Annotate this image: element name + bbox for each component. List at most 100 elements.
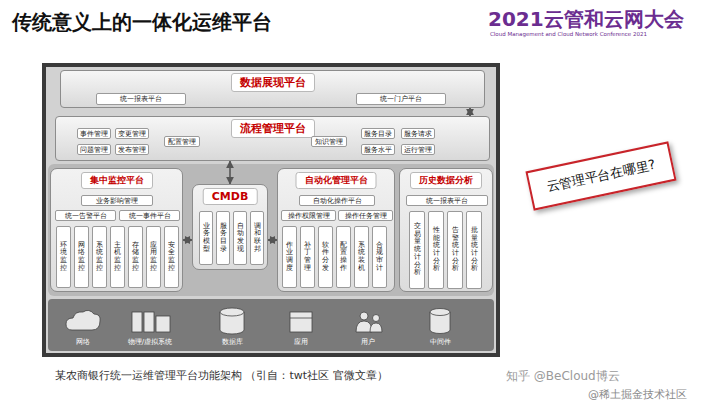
platform-title: 数据展现平台 (231, 73, 315, 92)
function-column: 作业调度 (282, 226, 297, 288)
box-text: 系统装机 (358, 242, 365, 273)
platform-title: 流程管理平台 (231, 119, 315, 138)
box-text: 服务请求 (404, 129, 432, 139)
function-box: 统一报表平台 (406, 195, 488, 206)
middle-band (48, 164, 494, 296)
function-column: 主机监控 (110, 226, 125, 288)
box-text: 发布管理 (118, 145, 146, 155)
platform-panel: 流程管理平台事件管理变更管理问题管理发布管理 配置管理 知识管理 服务目录 服务请求服务… (55, 116, 490, 161)
function-column: 网络监控 (74, 226, 89, 288)
box-text: 应用监控 (150, 242, 157, 273)
function-box: 操作任务管理 (338, 210, 393, 221)
box-text: 软件分发 (322, 242, 329, 273)
resource-label: 用户 (361, 337, 375, 347)
function-column: 交易量统计分析 (409, 211, 425, 289)
function-column: 自动发现 (233, 211, 247, 265)
box-text: 安全监控 (168, 242, 175, 273)
conference-subtitle: Cloud Management and Cloud Network Confe… (490, 31, 647, 37)
box-text: 存储监控 (132, 242, 139, 273)
box-text: 统一报表平台 (120, 94, 162, 104)
box-text: 知识管理 (315, 137, 343, 147)
platform-panel: 历史数据分析统一报表平台交易量统计分析性能统计分析告警统计分析批量统计分析 (399, 168, 493, 292)
function-column: 服务目录 (216, 211, 230, 265)
box-text: 统一告警平台 (65, 211, 107, 221)
callout-box: 云管理平台在哪里? (525, 141, 676, 210)
function-box: 服务请求 (401, 128, 435, 139)
function-box: 服务目录 (361, 128, 395, 139)
platform-panel: 集中监控平台业务影响管理统一告警平台 统一事件平台环境监控 网络监控系统监控主机监控… (50, 168, 183, 292)
function-column: 性能统计分析 (428, 211, 444, 289)
box-text: 配置操作 (340, 242, 347, 273)
box-text: 变更管理 (118, 129, 146, 139)
function-box: 问题管理 (77, 144, 111, 155)
box-text: 统一事件平台 (129, 211, 171, 221)
box-text: 告警统计分析 (452, 227, 459, 273)
function-box: 统一事件平台 (119, 210, 180, 221)
photo-frame (42, 63, 500, 357)
box-text: 云管理平台在哪里? (545, 156, 657, 197)
photo-ground (46, 67, 496, 353)
box-text: 服务目录 (364, 129, 392, 139)
watermark: @稀土掘金技术社区 (588, 387, 687, 402)
function-box: 知识管理 (311, 136, 347, 147)
connector-arrow (183, 239, 192, 241)
box-text: 问题管理 (80, 145, 108, 155)
box-text: 服务目录 (220, 223, 227, 254)
box-text: 主机监控 (114, 242, 121, 273)
function-box: 统一报表平台 (96, 93, 186, 105)
function-column: 软件分发 (318, 226, 333, 288)
conference-logo: 2021云管和云网大会 (488, 6, 684, 33)
box-text: 网络监控 (78, 242, 85, 273)
box-text: 统一报表平台 (426, 196, 468, 206)
function-column: 应用监控 (146, 226, 161, 288)
resource-label: 数据库 (222, 337, 243, 347)
box-text: 环境监控 (60, 242, 67, 273)
box-text: 配置管理 (168, 137, 196, 147)
platform-panel: 数据展现平台统一报表平台 统一门户平台 (60, 70, 485, 108)
function-box: 统一告警平台 (55, 210, 116, 221)
function-column: 系统装机 (354, 226, 369, 288)
function-column: 系统监控 (92, 226, 107, 288)
function-box: 统一门户平台 (356, 93, 446, 105)
function-box: 发布管理 (115, 144, 149, 155)
watermark: 知乎 @BeCloud博云 (506, 368, 620, 385)
box-text: 业务模型 (203, 223, 210, 254)
box-text: 自动化操作平台 (313, 196, 362, 206)
function-box: 业务影响管理 (81, 195, 153, 206)
function-box: 运行管理 (401, 144, 435, 155)
box-text: 调和联邦 (254, 223, 261, 254)
function-column: 配置操作 (336, 226, 351, 288)
box-text: 批量统计分析 (471, 227, 478, 273)
resource-band (48, 299, 494, 351)
connector-arrow (268, 239, 277, 241)
connector-arrow (469, 108, 471, 116)
box-text: 业务影响管理 (96, 196, 138, 206)
box-text: 操作权限管理 (288, 211, 330, 221)
connector-arrow (229, 161, 231, 184)
function-box: 配置管理 (164, 136, 200, 147)
function-column: 存储监控 (128, 226, 143, 288)
box-text: 作业调度 (286, 242, 293, 273)
function-box: 服务水平 (361, 144, 395, 155)
platform-panel: 自动化管理平台自动化操作平台操作权限管理操作任务管理作业调度补丁管理软件分发配置… (277, 168, 395, 292)
platform-panel: CMDB业务模型服务目录自动发现调和联邦 (192, 184, 268, 270)
function-box: 操作权限管理 (281, 210, 336, 221)
resource-label: 网络 (76, 337, 90, 347)
function-column: 告警统计分析 (447, 211, 463, 289)
box-text: 性能统计分析 (433, 227, 440, 273)
function-column: 批量统计分析 (466, 211, 482, 289)
resource-label: 中间件 (430, 337, 451, 347)
box-text: 补丁管理 (304, 242, 311, 273)
box-text: 服务水平 (364, 145, 392, 155)
function-box: 事件管理 (77, 128, 111, 139)
box-text: 交易量统计分析 (414, 223, 421, 277)
platform-title: 集中监控平台 (81, 172, 153, 189)
box-text: 自动发现 (237, 223, 244, 254)
function-column: 合规审计 (372, 226, 387, 288)
function-column: 环境监控 (56, 226, 71, 288)
figure-caption: 某农商银行统一运维管理平台功能架构 （引自：twt社区 官微文章） (55, 368, 388, 383)
function-box: 变更管理 (115, 128, 149, 139)
box-text: 统一门户平台 (380, 94, 422, 104)
box-text: 事件管理 (80, 129, 108, 139)
